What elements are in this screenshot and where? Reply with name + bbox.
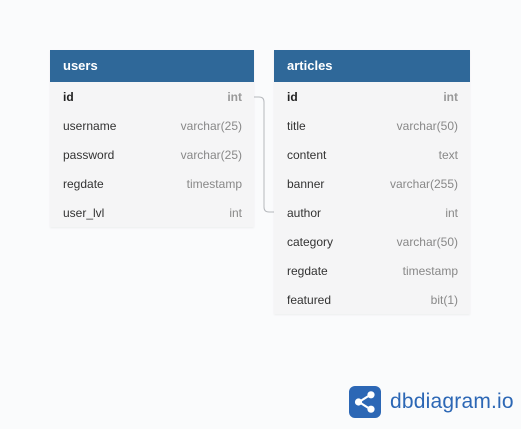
field-row-articles-banner[interactable]: banner varchar(255) [274, 169, 470, 198]
field-row-articles-content[interactable]: content text [274, 140, 470, 169]
field-name: user_lvl [63, 205, 105, 220]
field-row-articles-featured[interactable]: featured bit(1) [274, 285, 470, 314]
field-type: varchar(50) [396, 234, 458, 249]
field-type: int [229, 205, 242, 220]
field-row-articles-regdate[interactable]: regdate timestamp [274, 256, 470, 285]
field-type: varchar(50) [396, 118, 458, 133]
field-name: regdate [63, 176, 104, 191]
field-name: banner [287, 176, 325, 191]
field-type: int [445, 205, 458, 220]
field-type: varchar(25) [180, 147, 242, 162]
field-type: int [443, 89, 458, 104]
share-nodes-icon [349, 386, 381, 418]
field-type: bit(1) [430, 292, 458, 307]
field-name: author [287, 205, 322, 220]
field-type: timestamp [402, 263, 458, 278]
field-name: username [63, 118, 117, 133]
users-table[interactable]: users id int username varchar(25) passwo… [50, 50, 254, 227]
field-row-articles-author[interactable]: author int [274, 198, 470, 227]
field-row-users-user-lvl[interactable]: user_lvl int [50, 198, 254, 227]
articles-table[interactable]: articles id int title varchar(50) conten… [274, 50, 470, 314]
brand-name: dbdiagram.io [390, 390, 514, 413]
field-row-users-password[interactable]: password varchar(25) [50, 140, 254, 169]
brand-logo-link[interactable]: dbdiagram.io [349, 386, 514, 418]
field-type: int [227, 89, 242, 104]
field-row-articles-title[interactable]: title varchar(50) [274, 111, 470, 140]
table-header-articles[interactable]: articles [274, 50, 470, 82]
field-name: featured [287, 292, 332, 307]
field-name: id [63, 89, 74, 104]
field-row-articles-category[interactable]: category varchar(50) [274, 227, 470, 256]
field-name: category [287, 234, 334, 249]
field-name: password [63, 147, 115, 162]
field-row-users-username[interactable]: username varchar(25) [50, 111, 254, 140]
field-name: regdate [287, 263, 328, 278]
field-name: content [287, 147, 327, 162]
field-row-users-regdate[interactable]: regdate timestamp [50, 169, 254, 198]
table-header-users[interactable]: users [50, 50, 254, 82]
field-name: id [287, 89, 298, 104]
field-type: text [438, 147, 458, 162]
field-row-articles-id[interactable]: id int [274, 82, 470, 111]
field-type: varchar(25) [180, 118, 242, 133]
field-row-users-id[interactable]: id int [50, 82, 254, 111]
field-type: varchar(255) [389, 176, 458, 191]
field-type: timestamp [186, 176, 242, 191]
field-name: title [287, 118, 306, 133]
